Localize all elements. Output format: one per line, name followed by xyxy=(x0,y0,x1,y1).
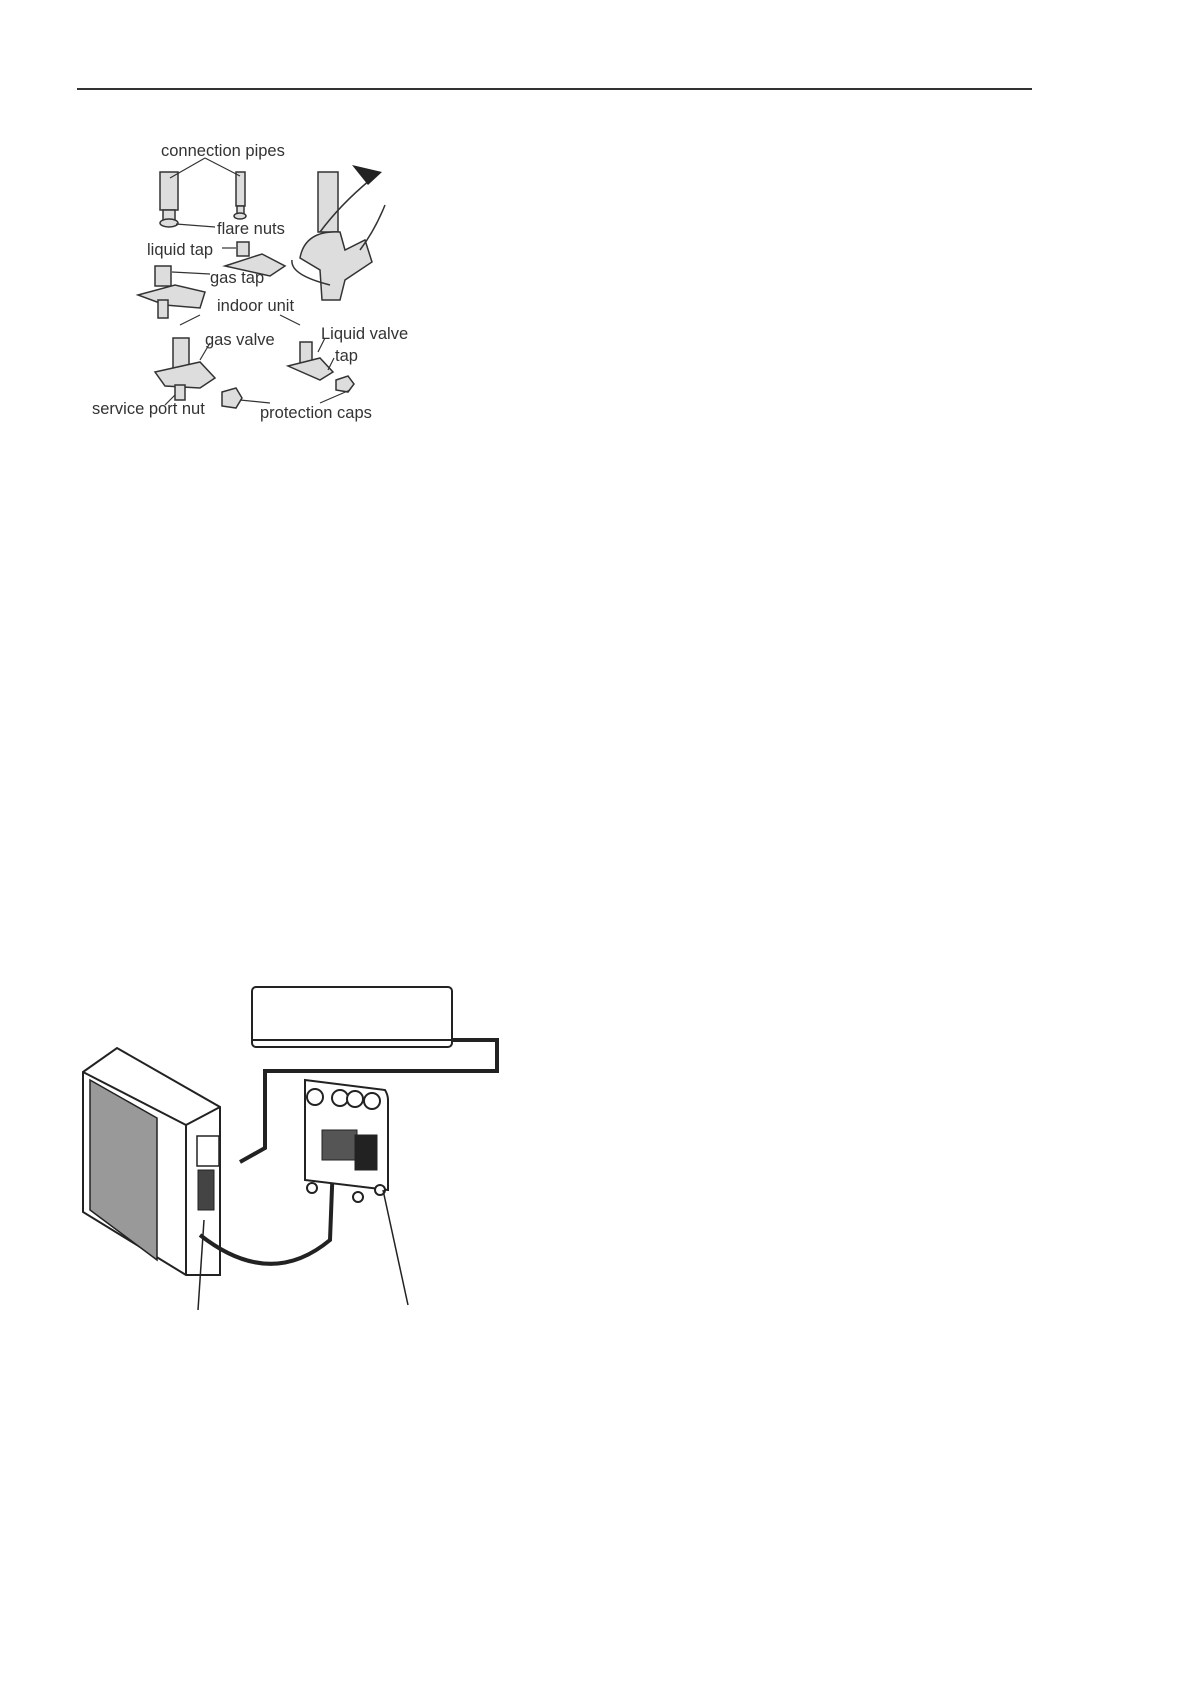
valve-connection-illustration: connection pipes flare nuts liquid tap g… xyxy=(92,142,408,422)
label-flare-nuts: flare nuts xyxy=(217,220,285,238)
leader-line-valve xyxy=(197,1219,205,1311)
indoor-unit xyxy=(251,986,453,1048)
leader-line-pump xyxy=(382,1189,409,1306)
label-indoor-unit: indoor unit xyxy=(217,297,294,315)
label-service-port-nut: service port nut xyxy=(92,400,205,418)
pump-motor xyxy=(321,1129,358,1161)
pipe-right xyxy=(317,171,339,233)
connection-pipe xyxy=(239,1038,499,1164)
label-tap: tap xyxy=(335,347,358,365)
label-connection-pipes: connection pipes xyxy=(161,142,285,160)
connection-pipe-large xyxy=(159,171,179,211)
gas-valve xyxy=(172,337,190,369)
label-protection-caps: protection caps xyxy=(260,404,372,422)
label-gas-tap: gas tap xyxy=(210,269,264,287)
header-rule xyxy=(77,88,1032,90)
vacuum-pump-illustration xyxy=(82,986,499,1311)
protection-cap xyxy=(335,375,355,393)
label-gas-valve: gas valve xyxy=(205,331,275,349)
label-liquid-tap: liquid tap xyxy=(147,241,213,259)
liquid-tap xyxy=(236,241,250,257)
wrench-valve xyxy=(299,231,373,301)
protection-cap xyxy=(221,387,243,409)
connection-pipe-small xyxy=(235,171,246,207)
gas-tap xyxy=(154,265,172,287)
label-liquid-valve: Liquid valve xyxy=(321,325,408,343)
vacuum-hose xyxy=(198,1109,337,1266)
